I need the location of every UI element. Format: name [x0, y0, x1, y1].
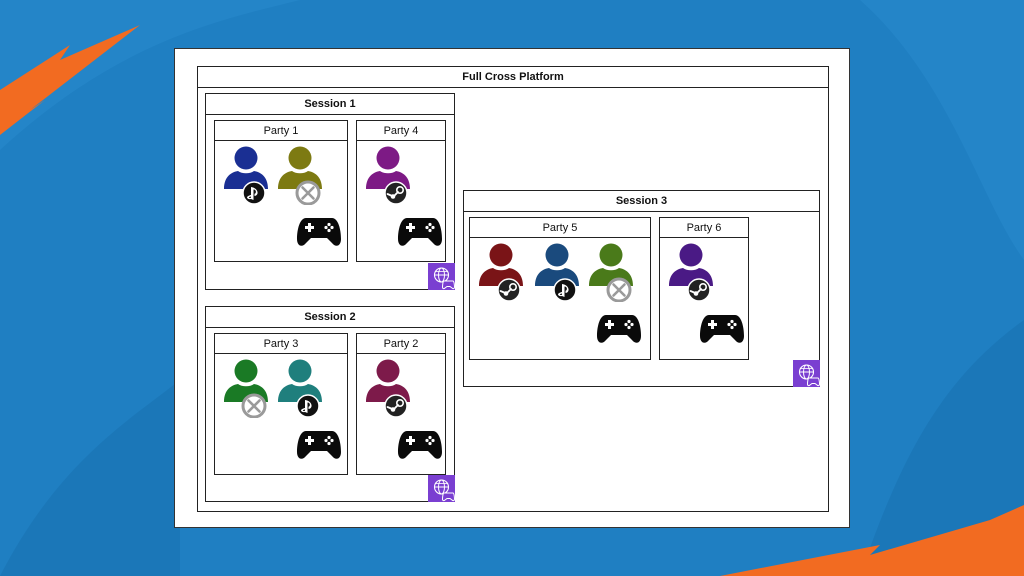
gamepad-icon [597, 315, 641, 343]
player-icon [224, 359, 268, 418]
orange-streak-left [0, 25, 140, 135]
player-icon [278, 359, 322, 418]
session-title: Session 1 [206, 94, 454, 115]
gamepad-icon [398, 431, 442, 459]
steam-icon [384, 181, 408, 205]
party-box: Party 3 [214, 333, 348, 475]
party-title: Party 2 [357, 334, 445, 354]
party-title: Party 6 [660, 218, 748, 238]
globe-gamepad-icon [793, 360, 820, 387]
orange-streak-right [720, 505, 1024, 576]
xbox-icon [241, 393, 267, 418]
party-title: Party 1 [215, 121, 347, 141]
player-icon [589, 243, 633, 302]
player-icon [479, 243, 523, 302]
xbox-icon [295, 180, 321, 205]
steam-icon [497, 278, 521, 302]
playstation-icon [296, 394, 320, 418]
party-title: Party 5 [470, 218, 650, 238]
steam-icon [687, 278, 711, 302]
globe-gamepad-icon [428, 263, 455, 290]
playstation-icon [553, 278, 577, 302]
steam-icon [384, 394, 408, 418]
gamepad-icon [700, 315, 744, 343]
player-icon [366, 146, 410, 205]
playstation-icon [242, 181, 266, 205]
player-icon [278, 146, 322, 205]
gamepad-icon [297, 431, 341, 459]
party-title: Party 4 [357, 121, 445, 141]
globe-gamepad-icon [428, 475, 455, 502]
player-icon [669, 243, 713, 302]
player-icon [224, 146, 268, 205]
party-box: Party 1 [214, 120, 348, 262]
root-title: Full Cross Platform [198, 67, 828, 88]
xbox-icon [606, 277, 632, 302]
session-title: Session 2 [206, 307, 454, 328]
player-icon [535, 243, 579, 302]
party-title: Party 3 [215, 334, 347, 354]
gamepad-icon [297, 218, 341, 246]
session-title: Session 3 [464, 191, 819, 212]
gamepad-icon [398, 218, 442, 246]
player-icon [366, 359, 410, 418]
